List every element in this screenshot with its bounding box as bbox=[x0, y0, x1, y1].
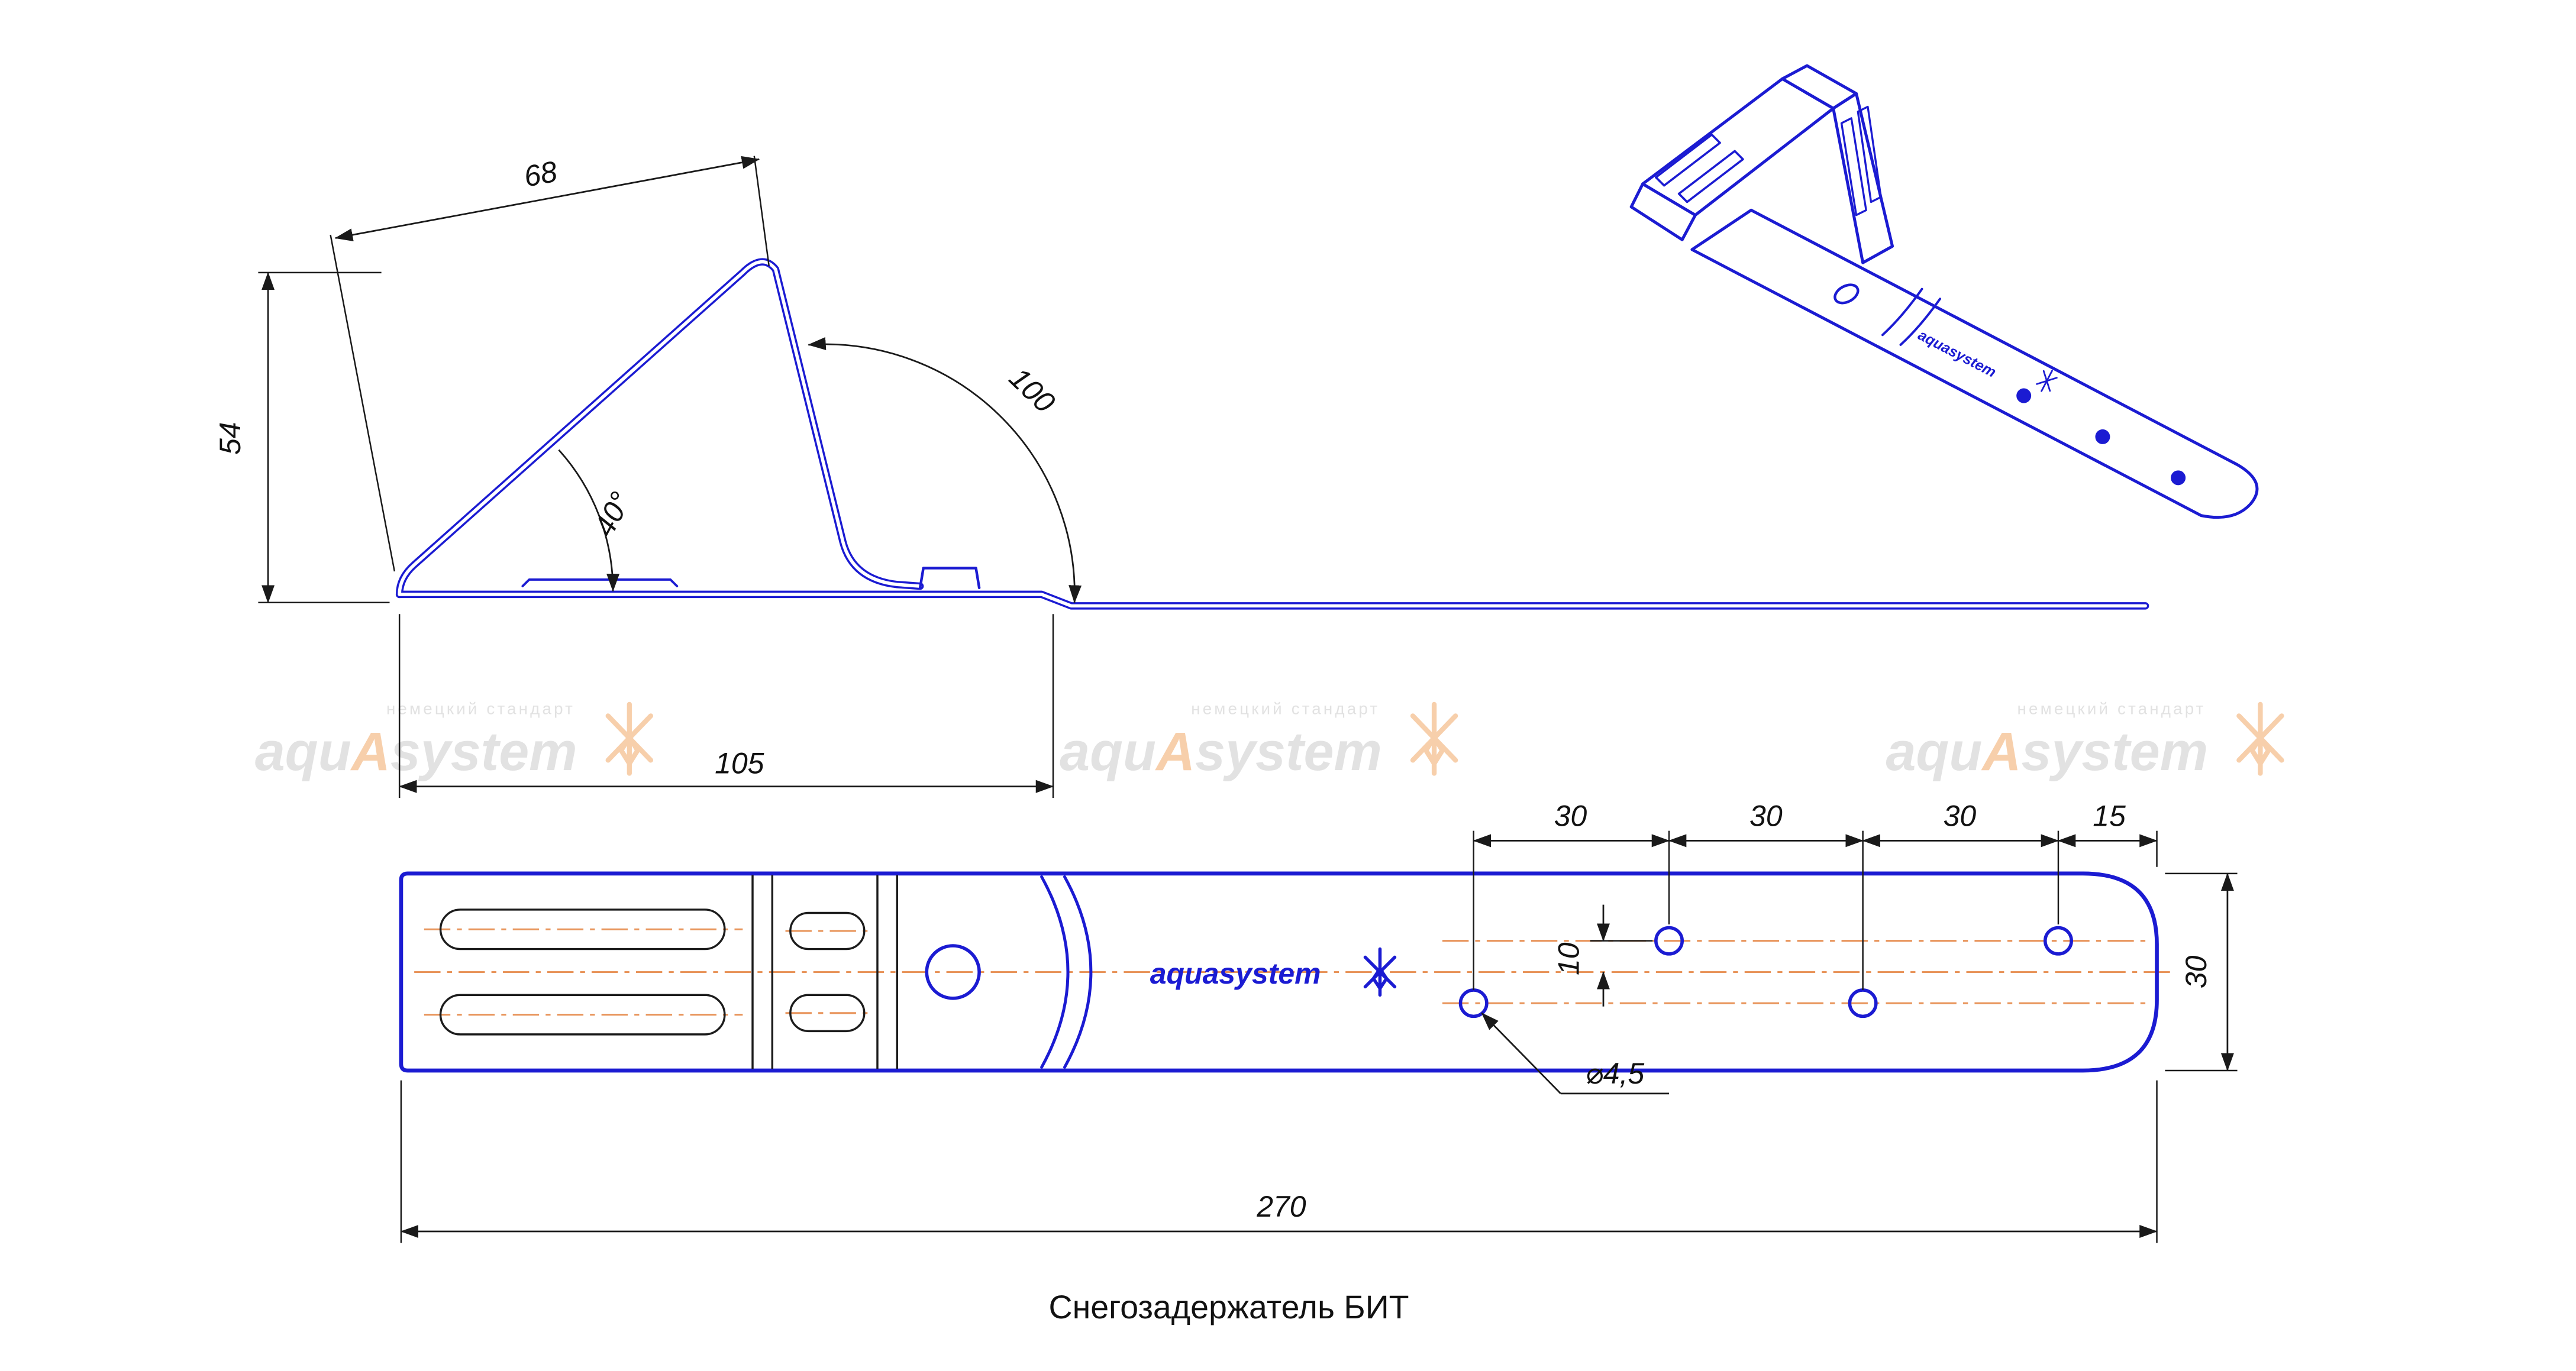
iso-side-slot bbox=[1840, 117, 1867, 216]
watermark: немецкий стандарт aquAsystem bbox=[255, 700, 654, 782]
watermark-brand: aquAsystem bbox=[1060, 722, 1382, 782]
dim-top-width: 68 bbox=[330, 155, 770, 572]
watermark-ornament-icon bbox=[605, 701, 654, 776]
dim-hole-diameter-label: ⌀4,5 bbox=[1586, 1057, 1645, 1090]
watermark-brand: aquAsystem bbox=[1886, 722, 2208, 782]
iso-view: aquasystem bbox=[1629, 64, 2259, 519]
watermark-brand: aquAsystem bbox=[255, 722, 577, 782]
watermark-ornament-icon bbox=[2236, 701, 2284, 776]
iso-strip bbox=[1690, 208, 2259, 519]
dim-height-label: 54 bbox=[214, 422, 247, 455]
bend-arc bbox=[1040, 875, 1070, 1069]
dim-angle: 40° bbox=[558, 449, 637, 592]
watermark-tagline: немецкий стандарт bbox=[2017, 700, 2206, 718]
watermark-row: немецкий стандарт aquAsystem немецкий ст… bbox=[255, 700, 2284, 782]
dim-strip-width: 30 bbox=[2165, 872, 2238, 1072]
iso-part-logo-ornament-icon bbox=[2036, 370, 2058, 392]
dim-spacing-3-label: 30 bbox=[1944, 799, 1977, 832]
dim-total-length: 270 bbox=[400, 1080, 2158, 1243]
slot bbox=[439, 994, 726, 1036]
plan-view: aquasystem 30 30 30 15 bbox=[399, 799, 2238, 1243]
dim-strip-width-label: 30 bbox=[2180, 955, 2213, 988]
slot-edge-line bbox=[521, 578, 679, 587]
round-hole bbox=[925, 944, 981, 1000]
watermark: немецкий стандарт aquAsystem bbox=[1886, 700, 2284, 782]
mounting-hole bbox=[1654, 926, 1684, 956]
iso-hole bbox=[2016, 388, 2032, 403]
dim-angle-label: 40° bbox=[587, 487, 637, 542]
iso-bracket-side-face bbox=[1832, 92, 1894, 264]
iso-face-slot bbox=[1655, 133, 1721, 187]
watermark: немецкий стандарт aquAsystem bbox=[1060, 700, 1458, 782]
dim-hole-row-offset-label: 10 bbox=[1552, 942, 1585, 975]
watermark-ornament-icon bbox=[1410, 701, 1458, 776]
dim-bend: 100 bbox=[808, 337, 1082, 604]
part-logo-ornament-icon bbox=[1363, 947, 1397, 997]
dim-end-offset-label: 15 bbox=[2093, 799, 2126, 832]
locking-tab bbox=[918, 567, 981, 590]
strip-outline bbox=[399, 871, 2159, 1073]
dim-height: 54 bbox=[214, 271, 390, 604]
dim-hole-spacings: 30 30 30 15 bbox=[1473, 799, 2158, 990]
iso-bend-line bbox=[1899, 298, 1942, 346]
dim-base-length-label: 105 bbox=[715, 747, 764, 780]
watermark-tagline: немецкий стандарт bbox=[386, 700, 575, 718]
dim-top-width-label: 68 bbox=[521, 155, 560, 193]
side-view: 68 54 40° 100 105 bbox=[214, 155, 2149, 798]
iso-hole bbox=[2171, 470, 2186, 486]
watermark-tagline: немецкий стандарт bbox=[1191, 700, 1380, 718]
dim-hole-diameter: ⌀4,5 bbox=[1481, 1012, 1670, 1095]
part-logo-text: aquasystem bbox=[1150, 957, 1321, 990]
iso-face-slot bbox=[1677, 150, 1744, 203]
slot-small bbox=[789, 994, 866, 1033]
dim-bend-label: 100 bbox=[1003, 361, 1061, 419]
iso-side-slot bbox=[1857, 105, 1882, 203]
dim-hole-row-offset: 10 bbox=[1552, 904, 1653, 1007]
iso-round-hole bbox=[1833, 283, 1860, 305]
drawing-title: Снегозадержатель БИТ bbox=[1049, 1289, 1409, 1325]
dim-base-length: 105 bbox=[398, 614, 1054, 798]
iso-hole bbox=[2095, 429, 2110, 444]
dim-spacing-1-label: 30 bbox=[1554, 799, 1587, 832]
dim-spacing-2-label: 30 bbox=[1749, 799, 1783, 832]
iso-bracket-face bbox=[1641, 77, 1835, 217]
slot-small bbox=[789, 911, 866, 950]
slot bbox=[439, 908, 726, 950]
iso-bend-line bbox=[1881, 287, 1923, 337]
bend-arc bbox=[1063, 875, 1093, 1069]
base-strip-profile bbox=[395, 590, 2149, 610]
dim-total-length-label: 270 bbox=[1256, 1190, 1306, 1223]
mounting-hole bbox=[2043, 926, 2073, 956]
